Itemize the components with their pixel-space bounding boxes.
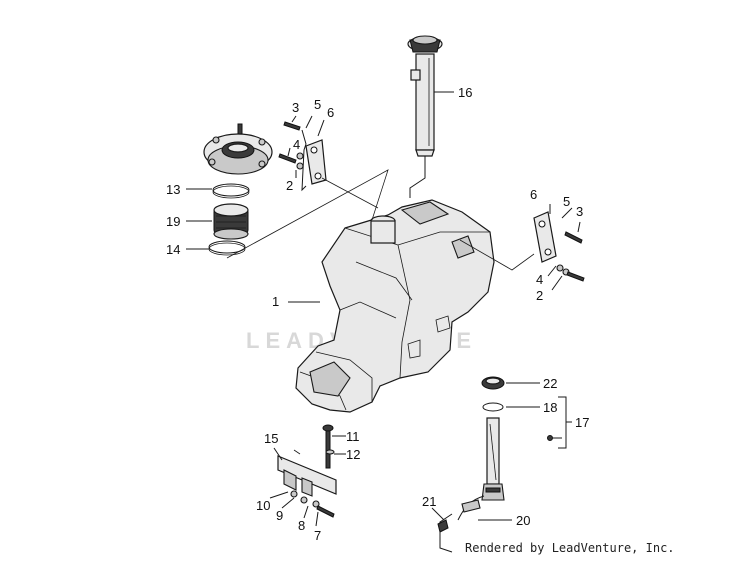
callout-11: 11: [346, 429, 360, 444]
callout-14: 14: [166, 242, 180, 257]
callout-22: 22: [543, 376, 557, 391]
callout-13: 13: [166, 182, 180, 197]
callout-5-left: 5: [314, 97, 321, 112]
fuel-sender-unit: [407, 35, 443, 198]
fuel-pickup-assembly: [437, 376, 553, 553]
callout-10: 10: [256, 498, 270, 513]
hose-clamp-14: [208, 240, 246, 256]
callout-1: 1: [272, 294, 279, 309]
hose-clamp-13: [212, 183, 250, 199]
callout-2-right: 2: [536, 288, 543, 303]
callout-12: 12: [346, 447, 360, 462]
credit-text: Rendered by LeadVenture, Inc.: [465, 541, 675, 555]
callout-18: 18: [543, 400, 557, 415]
leader-cap-to-tank: [226, 169, 389, 259]
callout-20: 20: [516, 513, 530, 528]
callout-17: 17: [575, 415, 589, 430]
callout-4-left: 4: [293, 137, 300, 152]
callout-9: 9: [276, 508, 283, 523]
fuel-cap-flange: [203, 123, 273, 175]
left-bracket-group: [278, 121, 379, 209]
right-bracket-group: [459, 211, 585, 282]
callout-4-right: 4: [536, 272, 543, 287]
callout-7: 7: [314, 528, 321, 543]
lower-bracket-plate: [277, 424, 337, 518]
callout-19: 19: [166, 214, 180, 229]
callout-3-left: 3: [292, 100, 299, 115]
callout-5-right: 5: [563, 194, 570, 209]
callout-6-right: 6: [530, 187, 537, 202]
callout-2-left: 2: [286, 178, 293, 193]
callout-15: 15: [264, 431, 278, 446]
callout-16: 16: [458, 85, 472, 100]
leader-lines: [186, 91, 581, 527]
callout-8: 8: [298, 518, 305, 533]
fuel-tank: [295, 199, 495, 413]
filler-neck-19: [213, 203, 249, 240]
callout-6-left: 6: [327, 105, 334, 120]
callout-3-right: 3: [576, 204, 583, 219]
callout-21: 21: [422, 494, 436, 509]
callout-labels: 1 2 2 3 3 4 4 5 5 6 6 7 8 9 10 11 12 13 …: [166, 85, 589, 543]
